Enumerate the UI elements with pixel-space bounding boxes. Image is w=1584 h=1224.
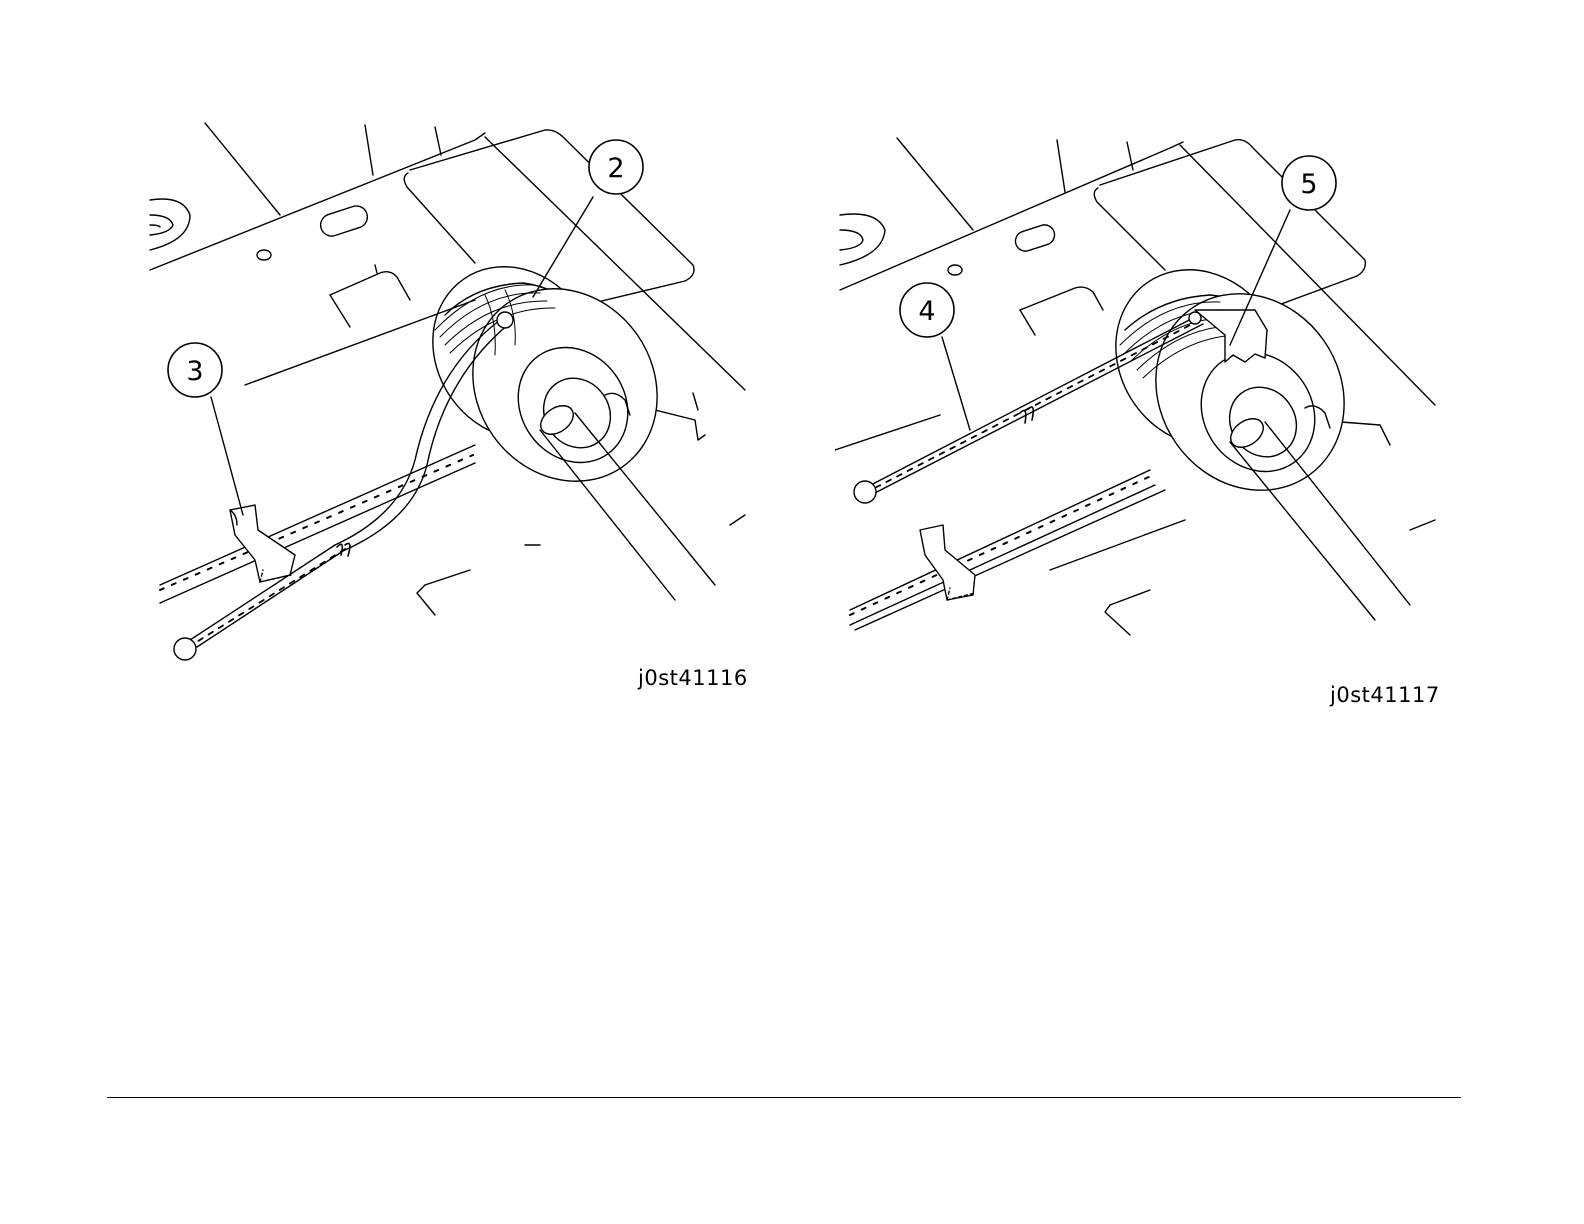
figure-id-left: j0st41116 bbox=[638, 666, 748, 690]
callout-label-5: 5 bbox=[1300, 169, 1317, 200]
callout-label-3: 3 bbox=[186, 356, 203, 387]
cable-drum-drawing-left: 2 3 bbox=[145, 115, 755, 675]
callout-label-2: 2 bbox=[607, 153, 624, 184]
illustration-right: 4 5 bbox=[835, 130, 1445, 650]
cable-drum-drawing-right: 4 5 bbox=[835, 130, 1445, 650]
illustration-left: 2 3 bbox=[145, 115, 755, 675]
footer-divider bbox=[107, 1097, 1461, 1098]
callout-label-4: 4 bbox=[918, 296, 935, 327]
figure-id-right: j0st41117 bbox=[1330, 683, 1440, 707]
